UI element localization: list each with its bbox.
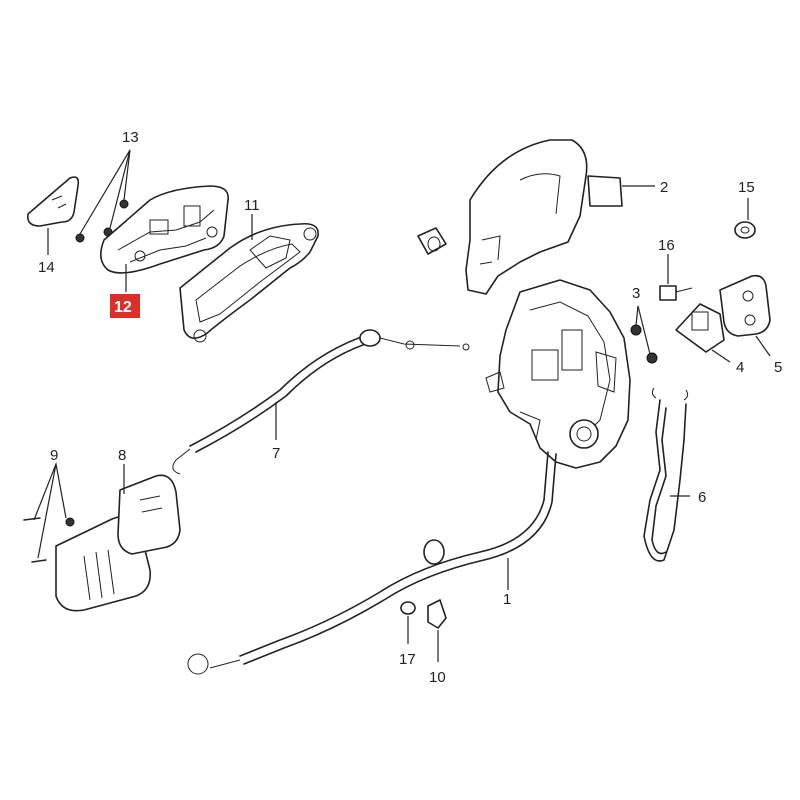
part-9-screws (23, 517, 75, 563)
part-17-ring (400, 601, 416, 615)
callout-17: 17 (399, 651, 416, 668)
part-11-handle-frame (179, 222, 319, 343)
callout-14: 14 (38, 259, 55, 276)
callout-15: 15 (738, 179, 755, 196)
leader-9 (33, 461, 67, 521)
part-5-striker-plate (719, 274, 771, 337)
leader-3 (635, 305, 651, 355)
part-14-trim-cap (26, 176, 80, 227)
part-10-clip (427, 599, 447, 629)
part-2-cover (465, 139, 623, 295)
callout-6: 6 (698, 489, 706, 506)
callout-4: 4 (736, 359, 744, 376)
callout-16: 16 (658, 237, 675, 254)
leader-4 (711, 349, 731, 363)
leader-5 (755, 335, 771, 357)
part-6-cable-loop (643, 387, 689, 562)
callout-3: 3 (632, 285, 640, 302)
callout-10: 10 (429, 669, 446, 686)
leader-13 (79, 149, 131, 235)
part-1-cable (187, 451, 557, 675)
part-7-cable (172, 329, 470, 475)
part-15-washer (734, 221, 756, 239)
callout-8: 8 (118, 447, 126, 464)
callout-11: 11 (244, 197, 260, 214)
callout-5: 5 (774, 359, 782, 376)
callout-7: 7 (272, 445, 280, 462)
part-3-bolts (630, 324, 658, 364)
part-12-handle-bracket (100, 185, 229, 274)
callout-1: 1 (503, 591, 511, 608)
part-sleeve (417, 227, 447, 255)
callout-12-highlight (110, 294, 140, 318)
part-16-bolt (659, 285, 693, 301)
callout-9: 9 (50, 447, 58, 464)
callout-12: 12 (114, 299, 132, 316)
part-8-motor (55, 474, 181, 612)
callout-2: 2 (660, 179, 668, 196)
callout-13: 13 (122, 129, 139, 146)
part-lock-module (485, 279, 631, 469)
part-4-striker (675, 303, 725, 353)
